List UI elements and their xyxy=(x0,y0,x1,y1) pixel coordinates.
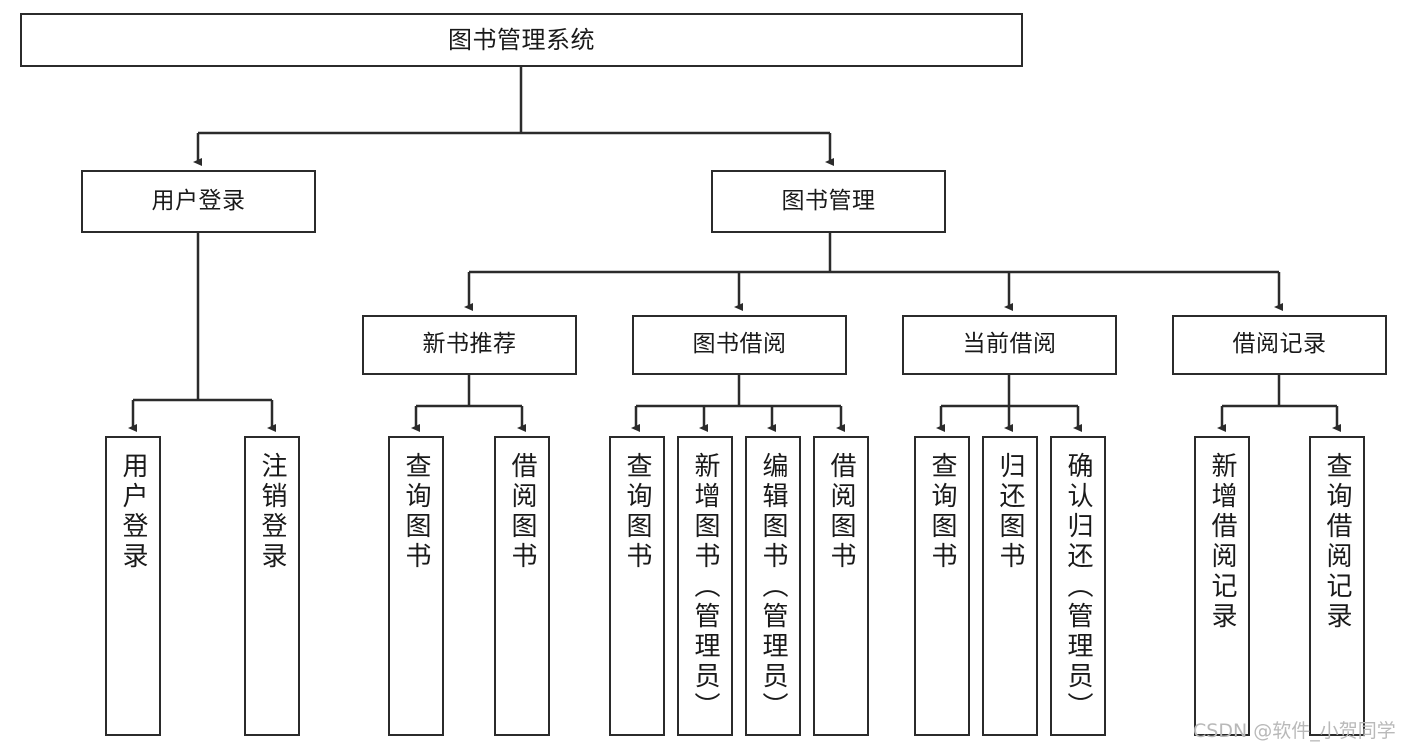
leaf-recommend-query-book[interactable]: 查询图书 xyxy=(388,436,444,736)
leaf-record-add-record[interactable]: 新增借阅记录 xyxy=(1194,436,1250,736)
node-label: 图书借阅 xyxy=(692,331,787,358)
leaf-current-confirm-return[interactable]: 确认归还（管理员） xyxy=(1050,436,1106,736)
leaf-recommend-borrow-book[interactable]: 借阅图书 xyxy=(494,436,550,736)
leaf-borrow-borrow-book[interactable]: 借阅图书 xyxy=(813,436,869,736)
node-label: 借阅图书 xyxy=(826,452,856,572)
node-new-book-recommend[interactable]: 新书推荐 xyxy=(362,315,577,375)
node-label: 新书推荐 xyxy=(422,331,517,358)
node-label: 查询图书 xyxy=(401,452,431,572)
node-label: 用户登录 xyxy=(151,187,246,214)
node-label: 图书管理系统 xyxy=(448,25,595,54)
node-label: 新增图书（管理员） xyxy=(690,452,720,722)
node-label: 确认归还（管理员） xyxy=(1063,452,1093,722)
leaf-record-query-record[interactable]: 查询借阅记录 xyxy=(1309,436,1365,736)
node-label: 图书管理 xyxy=(781,187,876,214)
node-label: 当前借阅 xyxy=(962,331,1057,358)
node-book-borrow[interactable]: 图书借阅 xyxy=(632,315,847,375)
leaf-borrow-add-book[interactable]: 新增图书（管理员） xyxy=(677,436,733,736)
leaf-borrow-edit-book[interactable]: 编辑图书（管理员） xyxy=(745,436,801,736)
node-label: 新增借阅记录 xyxy=(1207,452,1237,632)
node-label: 借阅图书 xyxy=(507,452,537,572)
node-label: 借阅记录 xyxy=(1232,331,1327,358)
node-borrow-record[interactable]: 借阅记录 xyxy=(1172,315,1387,375)
node-book-management[interactable]: 图书管理 xyxy=(711,170,946,233)
node-label: 查询图书 xyxy=(927,452,957,572)
leaf-user-login-signout[interactable]: 注销登录 xyxy=(244,436,300,736)
node-user-login[interactable]: 用户登录 xyxy=(81,170,316,233)
node-label: 归还图书 xyxy=(995,452,1025,572)
leaf-current-query-book[interactable]: 查询图书 xyxy=(914,436,970,736)
node-root-system[interactable]: 图书管理系统 xyxy=(20,13,1023,67)
csdn-watermark: CSDN @软件_小贺同学 xyxy=(1193,720,1396,742)
node-label: 编辑图书（管理员） xyxy=(758,452,788,722)
leaf-current-return-book[interactable]: 归还图书 xyxy=(982,436,1038,736)
node-label: 注销登录 xyxy=(257,452,287,572)
node-label: 查询借阅记录 xyxy=(1322,452,1352,632)
node-label: 用户登录 xyxy=(118,452,148,572)
node-label: 查询图书 xyxy=(622,452,652,572)
leaf-borrow-query-book[interactable]: 查询图书 xyxy=(609,436,665,736)
leaf-user-login-signin[interactable]: 用户登录 xyxy=(105,436,161,736)
node-current-borrow[interactable]: 当前借阅 xyxy=(902,315,1117,375)
